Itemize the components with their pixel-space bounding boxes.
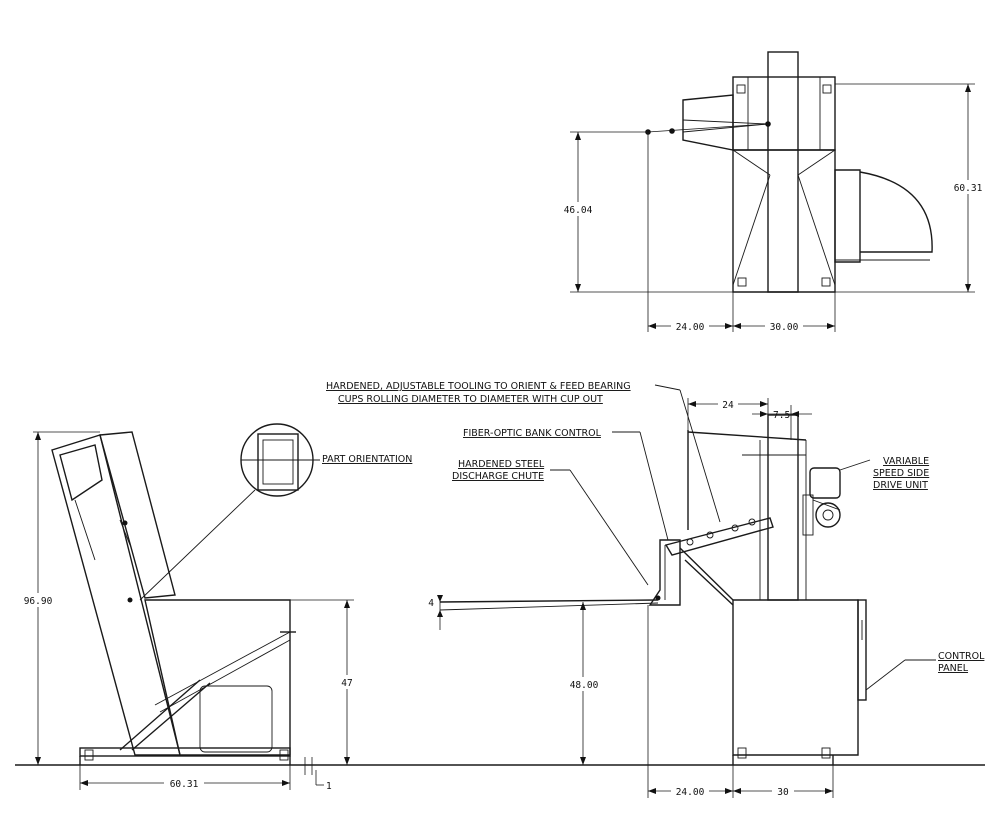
label-drive-2: SPEED SIDE — [873, 468, 929, 479]
left-dim-60: 60.31 — [170, 779, 199, 790]
label-drive-3: DRIVE UNIT — [873, 480, 928, 491]
right-dim-48: 48.00 — [570, 680, 599, 691]
top-dim-60: 60.31 — [954, 183, 983, 194]
label-chute-1: HARDENED STEEL — [458, 459, 545, 470]
right-view: HARDENED, ADJUSTABLE TOOLING TO ORIENT &… — [326, 381, 985, 798]
left-dim-1: 1 — [326, 781, 332, 792]
label-drive-1: VARIABLE — [883, 456, 929, 467]
label-part-orientation: PART ORIENTATION — [322, 454, 412, 465]
right-dim-75: 7.5 — [773, 410, 790, 421]
label-panel-2: PANEL — [938, 663, 969, 674]
right-dim-4: 4 — [428, 598, 434, 609]
label-chute-2: DISCHARGE CHUTE — [452, 471, 544, 482]
left-dim-96: 96.90 — [24, 596, 53, 607]
top-dim-46: 46.04 — [564, 205, 593, 216]
right-dim-bottom-30: 30 — [777, 787, 789, 798]
top-view: 46.04 60.31 24.00 30.00 — [560, 51, 986, 333]
left-dim-47: 47 — [341, 678, 352, 689]
right-dim-24: 24 — [722, 400, 734, 411]
label-tooling-2: CUPS ROLLING DIAMETER TO DIAMETER WITH C… — [338, 394, 603, 405]
right-dim-bottom-24: 24.00 — [676, 787, 705, 798]
label-fiber-optic: FIBER-OPTIC BANK CONTROL — [463, 428, 602, 439]
left-view: PART ORIENTATION 96.90 47 60.31 1 — [20, 423, 412, 792]
top-dim-30: 30.00 — [770, 322, 799, 333]
label-panel-1: CONTROL — [938, 651, 985, 662]
label-tooling-1: HARDENED, ADJUSTABLE TOOLING TO ORIENT &… — [326, 381, 631, 392]
top-dim-24: 24.00 — [676, 322, 705, 333]
